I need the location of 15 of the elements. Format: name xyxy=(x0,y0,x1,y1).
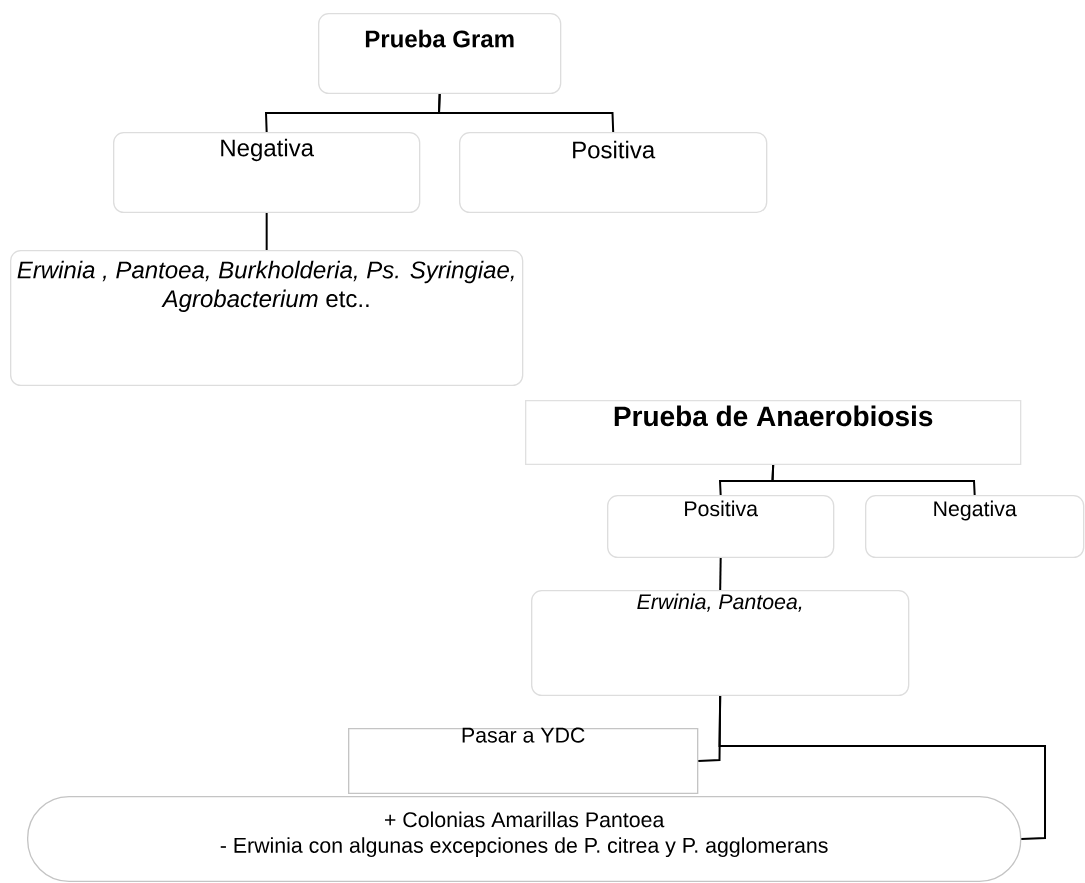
genus-box: Erwinia , Pantoea, Burkholderia, Ps. Syringiae, Agrobacterium etc.. xyxy=(10,250,524,386)
result-box: Positiva xyxy=(607,495,835,558)
connector-line xyxy=(437,93,615,133)
result-pill: + Colonias Amarillas Pantoea - Erwinia con algunas excepciones de P. citrea y P. agglomerans xyxy=(27,796,1022,882)
result-box: Positiva xyxy=(459,132,768,213)
connector-line xyxy=(719,557,722,591)
result-box: Negativa xyxy=(113,132,421,213)
connector-line xyxy=(718,695,1046,840)
result-box: Negativa xyxy=(865,495,1085,558)
test-box: Prueba de Anaerobiosis xyxy=(525,400,1022,465)
connector-line xyxy=(265,212,268,251)
test-box: Prueba Gram xyxy=(318,13,562,94)
connector-line xyxy=(771,464,976,496)
step-box: Pasar a YDC xyxy=(348,727,699,794)
genus-box: Erwinia, Pantoea, xyxy=(531,590,910,696)
